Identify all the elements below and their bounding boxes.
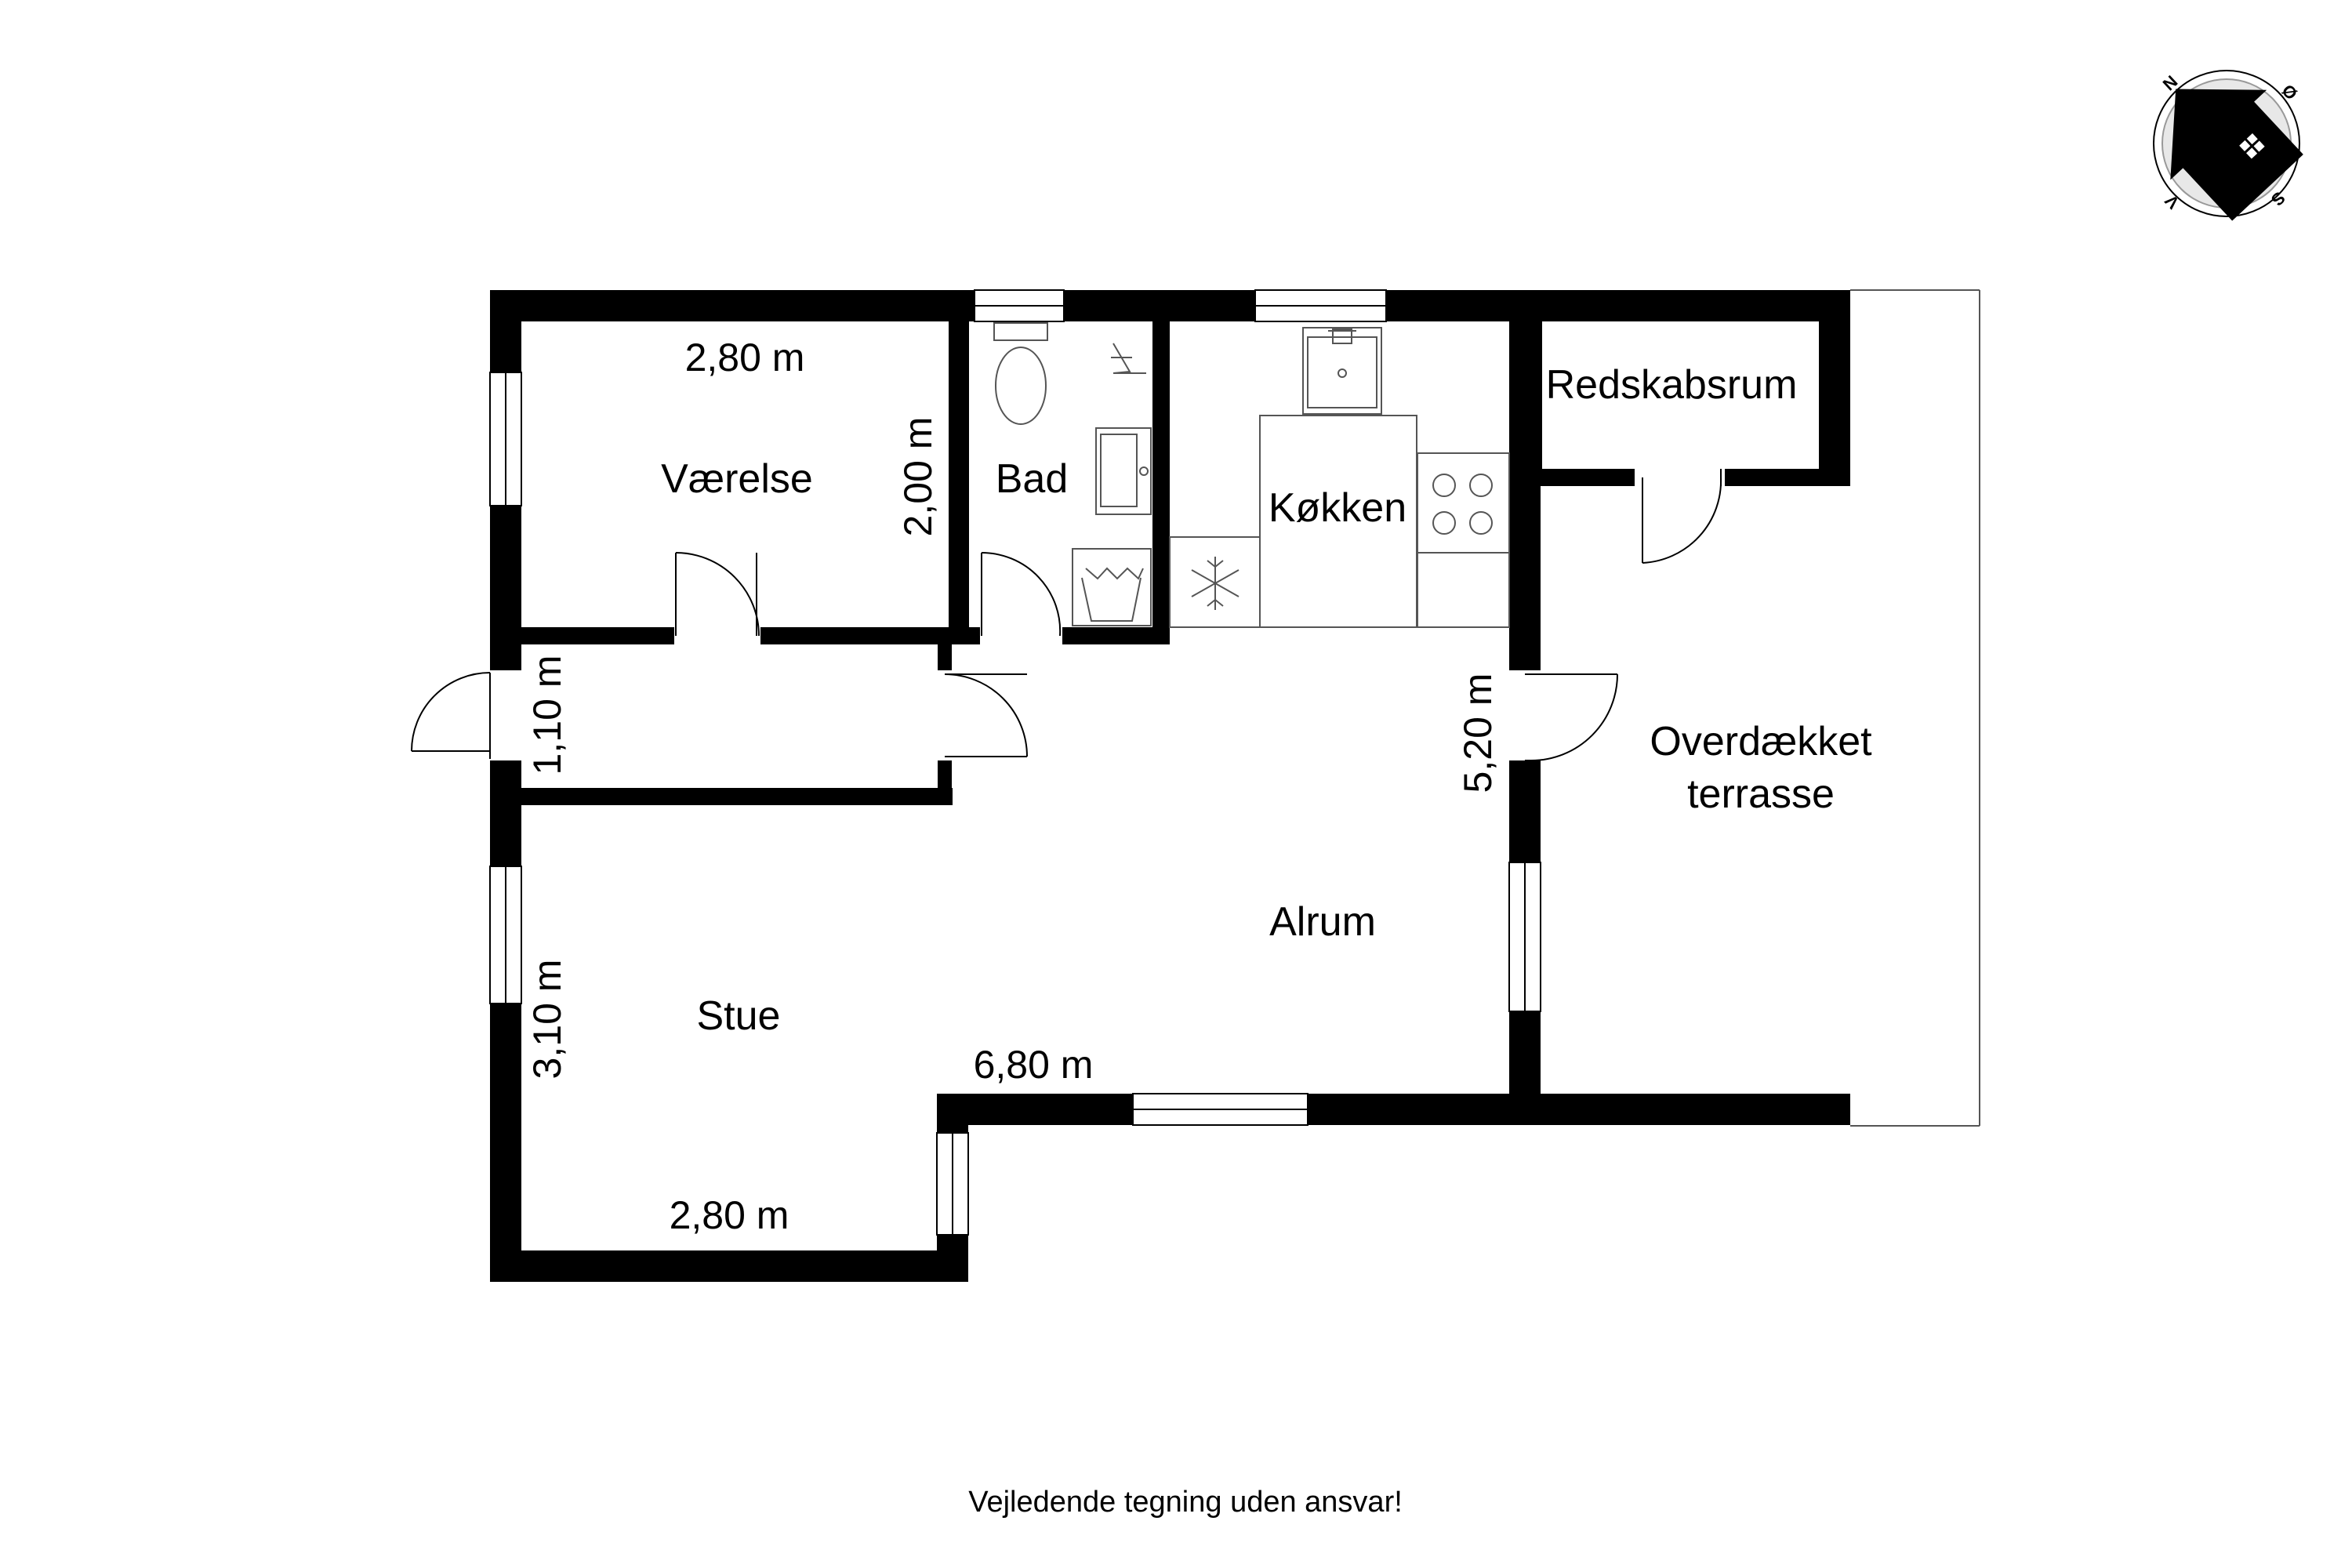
dim-alrum-width: 6,80 m	[974, 1043, 1094, 1087]
door-redskabsrum	[1642, 469, 1722, 564]
corner-sink-icon	[1111, 343, 1146, 374]
dim-stue-depth: 3,10 m	[525, 960, 569, 1080]
kitchen-counters	[1169, 327, 1510, 628]
bad-sink-icon	[1095, 427, 1152, 515]
dim-hall-depth: 1,10 m	[525, 655, 569, 775]
window-bad-top	[974, 289, 1065, 322]
doors	[411, 469, 1722, 761]
door-hall	[944, 673, 1028, 757]
window-stue-right	[936, 1132, 969, 1236]
dim-alrum-depth: 5,20 m	[1456, 673, 1500, 793]
compass: N Ø S V	[2153, 70, 2303, 221]
room-label-alrum: Alrum	[1269, 899, 1376, 945]
window-alrum-bottom	[1132, 1093, 1308, 1126]
door-vaerelse	[675, 552, 760, 637]
room-label-bad: Bad	[996, 456, 1069, 502]
door-bad	[981, 551, 1062, 637]
terrace-outline	[1850, 289, 1980, 1127]
room-label-terrasse-line1: Overdækket	[1650, 719, 1872, 764]
toilet-icon	[993, 322, 1048, 425]
washing-machine-icon	[1072, 548, 1152, 626]
door-entrance	[411, 672, 491, 759]
snowflake-icon	[1191, 557, 1240, 610]
window-alrum-right	[1508, 862, 1541, 1012]
fixtures	[993, 322, 1510, 628]
dim-stue-width: 2,80 m	[670, 1193, 789, 1237]
room-label-terrasse-line2: terrasse	[1687, 771, 1835, 817]
door-terrasse	[1525, 673, 1618, 761]
window-vaerelse-left	[489, 372, 522, 506]
room-label-kokken: Køkken	[1269, 485, 1406, 531]
dim-vaerelse-depth: 2,00 m	[896, 417, 940, 537]
stove-icon	[1432, 474, 1493, 535]
windows	[489, 289, 1541, 1236]
window-kokken-top	[1254, 289, 1387, 322]
room-label-stue: Stue	[697, 993, 781, 1039]
disclaimer-text: Vejledende tegning uden ansvar!	[968, 1486, 1403, 1519]
window-stue-left	[489, 866, 522, 1004]
dim-vaerelse-width: 2,80 m	[685, 336, 805, 379]
interior-walls	[490, 321, 1850, 805]
room-label-redskabsrum: Redskabsrum	[1546, 362, 1798, 408]
house-arrow-icon: N Ø S V	[2159, 71, 2303, 221]
room-label-vaerelse: Værelse	[661, 456, 813, 502]
outer-walls	[490, 290, 1850, 1282]
